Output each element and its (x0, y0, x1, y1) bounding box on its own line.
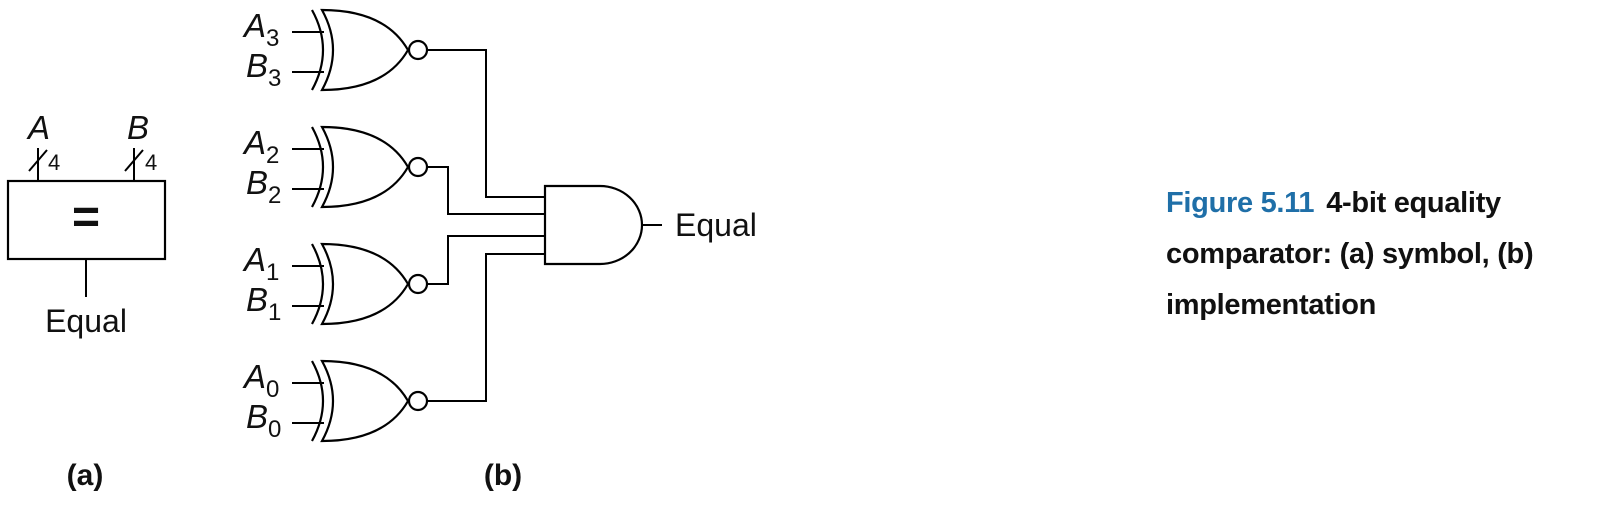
xnor-gate-1 (292, 242, 429, 326)
bus-a-width-label: 4 (48, 150, 60, 175)
figure-number: Figure 5.11 (1166, 187, 1315, 219)
wire-xnor2-to-and (427, 166, 545, 215)
input-b1-label: B1 (246, 281, 281, 326)
input-b3-label: B3 (246, 47, 281, 92)
part-b-label: (b) (484, 459, 522, 492)
gate-0-inputs: A0 B0 (242, 358, 281, 443)
wire-xnor3-to-and (427, 49, 545, 198)
comparator-symbol: A B 4 4 = Equal (a) (6, 109, 167, 492)
xnor-gate-0 (292, 359, 429, 443)
input-a2-label: A2 (242, 124, 279, 169)
input-b0-label: B0 (246, 398, 281, 443)
symbol-output-label: Equal (45, 303, 127, 339)
wire-xnor0-to-and (427, 253, 545, 402)
equals-operator: = (72, 191, 100, 244)
symbol-input-b-label: B (127, 109, 149, 146)
input-a1-label: A1 (242, 241, 279, 286)
gate-3-inputs: A3 B3 (242, 7, 281, 92)
bus-b-width-label: 4 (145, 150, 157, 175)
caption-text: 4-bit equality comparator: (a) symbol, (… (1166, 187, 1534, 321)
symbol-input-a-label: A (26, 109, 50, 146)
part-a-label: (a) (67, 459, 104, 492)
and-gate (543, 184, 644, 266)
implementation-output-label: Equal (675, 207, 757, 243)
bus-a-slash (28, 149, 48, 172)
xnor-gate-2 (292, 125, 429, 209)
xnor-gate-3 (292, 8, 429, 92)
bus-b-slash (124, 149, 144, 172)
gate-1-inputs: A1 B1 (242, 241, 281, 326)
input-a3-label: A3 (242, 7, 279, 52)
input-b2-label: B2 (246, 164, 281, 209)
input-a0-label: A0 (242, 358, 279, 403)
wire-xnor1-to-and (427, 235, 545, 285)
gate-2-inputs: A2 B2 (242, 124, 281, 209)
comparator-implementation: A3 B3 A2 B2 A1 B1 A0 B0 Equal (b) (242, 7, 757, 492)
